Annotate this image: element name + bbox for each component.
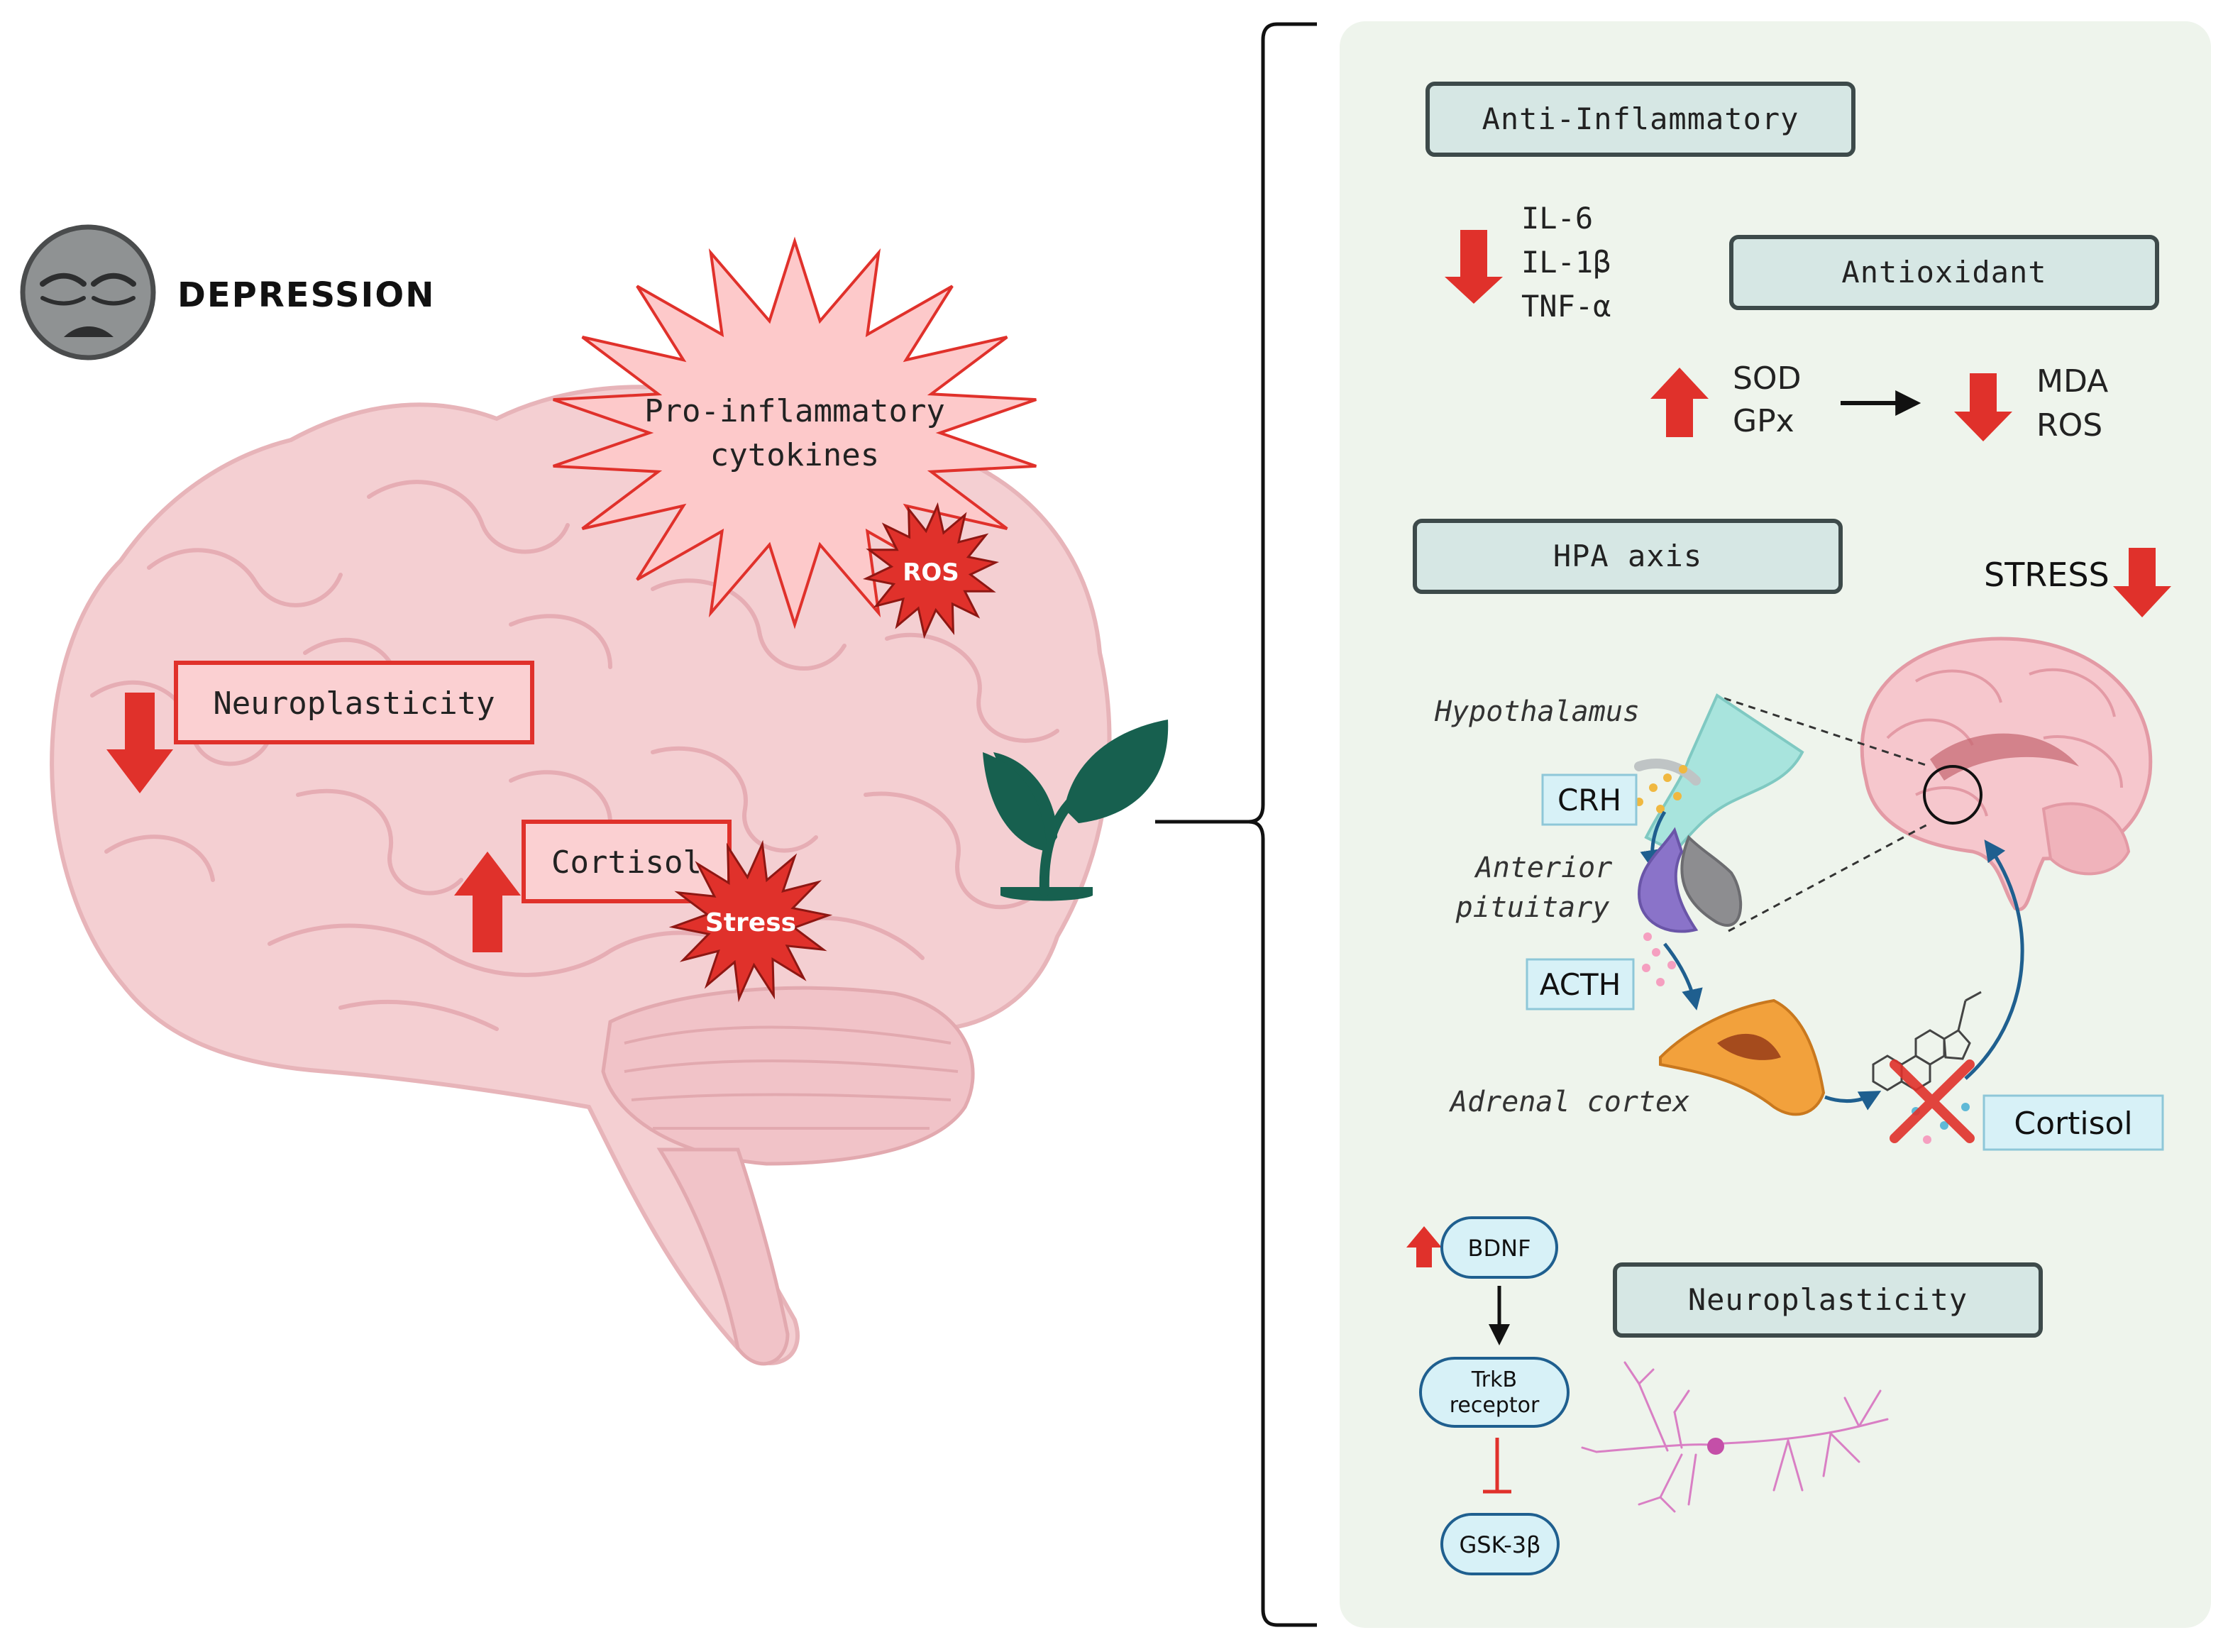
- cytokine-tnfa: TNF-α: [1521, 289, 1611, 324]
- cortisol-up-arrow: [454, 852, 521, 952]
- cerebellum-lines: [624, 1025, 959, 1130]
- anterior-pituitary-line-2: pituitary: [1455, 891, 1610, 924]
- neuroplasticity-down-arrow: [106, 693, 173, 793]
- depression-label: DEPRESSION: [177, 275, 435, 315]
- pro-inflammatory-line-2: cytokines: [710, 437, 879, 473]
- acth-flow-arrow: [1663, 942, 1703, 1011]
- bdnf-node: [1440, 1216, 1558, 1279]
- enzyme-sod: SOD: [1733, 360, 1801, 397]
- cortisol-right-label: Cortisol: [2014, 1106, 2132, 1142]
- enzymes-up-arrow: [1650, 368, 1709, 437]
- anti-inflammatory-header-box: [1425, 82, 1855, 157]
- ros-starburst-badge: [862, 502, 1000, 639]
- cytokine-il6: IL-6: [1521, 201, 1593, 236]
- blocked-x-icon: [1890, 1059, 1975, 1143]
- anterior-pituitary-line-1: Anterior: [1474, 852, 1613, 884]
- trkb-receptor-node: [1419, 1357, 1570, 1428]
- bdnf-up-arrow: [1406, 1226, 1442, 1267]
- crh-dots: [1635, 765, 1687, 813]
- stress-starburst-badge: [668, 839, 833, 1003]
- pituitary-anterior: [1637, 827, 1699, 933]
- antioxidant-title: Antioxidant: [1841, 255, 2046, 290]
- adrenal-cortex-label: Adrenal cortex: [1448, 1086, 1689, 1118]
- neuron-soma: [1707, 1438, 1724, 1455]
- adrenal-gland: [1659, 998, 1826, 1116]
- neuroplasticity-header-box: [1613, 1262, 2043, 1338]
- pro-inflammatory-line-1: Pro-inflammatory: [644, 393, 945, 429]
- pituitary-posterior: [1680, 835, 1743, 927]
- crh-label-box: [1541, 773, 1638, 826]
- trkb-inhibits-gsk-bar: [1483, 1438, 1511, 1494]
- anti-inflammatory-title: Anti-Inflammatory: [1482, 101, 1799, 136]
- sagittal-brain-illustration: [1860, 637, 2153, 911]
- neuron-icon: [1581, 1361, 1889, 1513]
- antioxidant-header-box: [1729, 235, 2159, 310]
- hpa-axis-title: HPA axis: [1553, 539, 1702, 573]
- marker-ros: ROS: [2036, 407, 2102, 444]
- markers-down-arrow: [1954, 373, 2012, 441]
- grouping-bracket: [1155, 22, 1317, 1627]
- marker-mda: MDA: [2036, 363, 2108, 400]
- enzyme-gpx: GPx: [1733, 403, 1794, 439]
- hpa-axis-header-box: [1413, 519, 1843, 594]
- hypothalamus-label: Hypothalamus: [1434, 695, 1640, 728]
- brain-stem: [656, 1147, 790, 1366]
- gsk3b-node: [1440, 1513, 1560, 1575]
- plant-sprout-icon: [983, 720, 1169, 901]
- cortisol-label: Cortisol: [551, 844, 702, 881]
- neuroplasticity-label: Neuroplasticity: [213, 685, 495, 722]
- sad-face-icon: [20, 224, 156, 360]
- ros-badge-label: ROS: [903, 558, 959, 587]
- gsk3b-label: GSK-3β: [1459, 1531, 1540, 1558]
- neuroplasticity-title: Neuroplasticity: [1688, 1282, 1968, 1317]
- acth-label-box: [1526, 958, 1635, 1011]
- stress-label: STRESS: [1984, 556, 2110, 594]
- cortisol-feedback-arrow: [1964, 839, 2024, 1080]
- acth-dots: [1642, 932, 1676, 986]
- zoom-line-top: [1724, 697, 1931, 768]
- trkb-line-2: receptor: [1450, 1393, 1540, 1418]
- stress-down-arrow: [2113, 548, 2171, 617]
- hypothalamus-highlight-circle: [1923, 765, 1982, 825]
- cytokine-il1b: IL-1β: [1521, 245, 1611, 280]
- bdnf-label: BDNF: [1468, 1235, 1531, 1262]
- adrenal-to-cortisol-arrow: [1824, 1091, 1882, 1111]
- crh-label: CRH: [1557, 783, 1621, 817]
- stress-badge-label: Stress: [705, 908, 796, 937]
- hypothalamus-tissue: [1644, 693, 1804, 854]
- cortisol-molecule: [1872, 991, 1982, 1091]
- cortisol-right-label-box: [1982, 1094, 2164, 1151]
- cytokines-down-arrow: [1445, 230, 1503, 304]
- acth-label: ACTH: [1540, 967, 1621, 1002]
- neuroplasticity-box: [174, 661, 534, 744]
- trkb-line-1: TrkB: [1471, 1367, 1517, 1392]
- cortisol-box: [522, 820, 732, 903]
